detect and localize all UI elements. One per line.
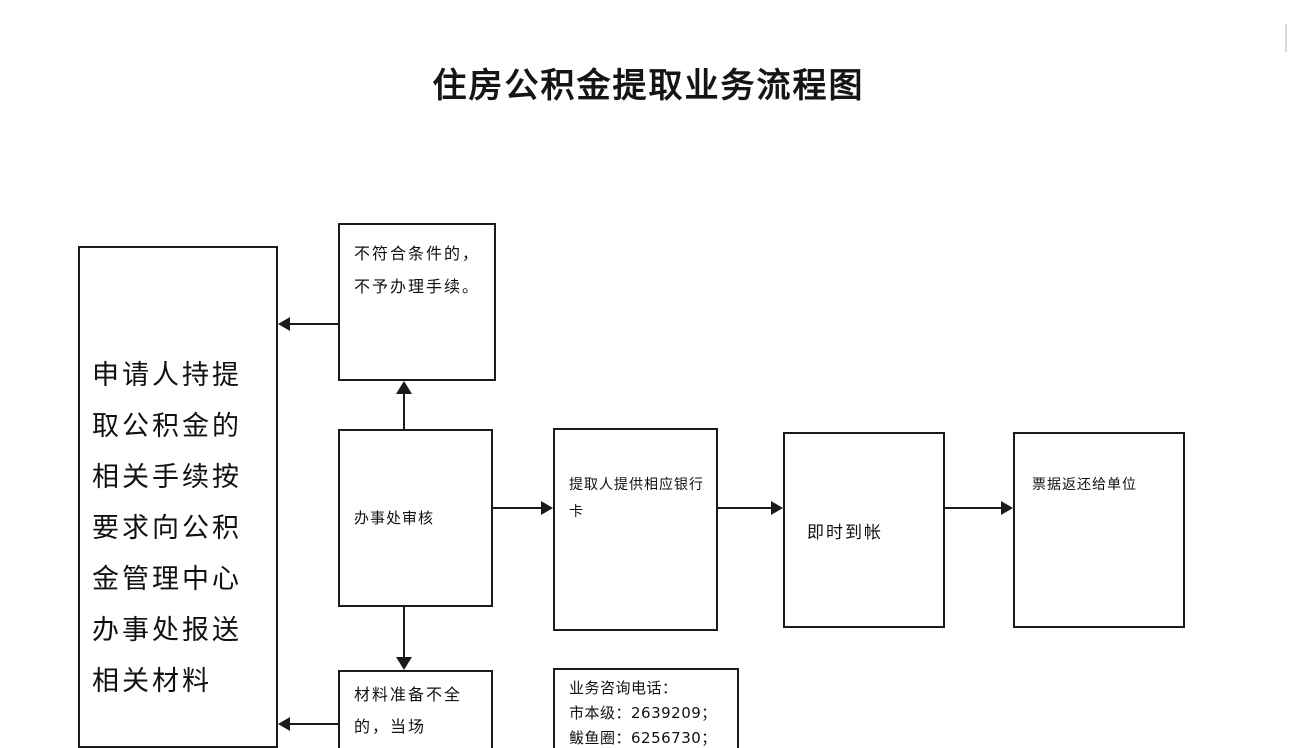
scan-artifact-mark <box>1285 24 1287 52</box>
connector-incomplete-to-applicant-line <box>290 723 338 725</box>
contact-line-1: 业务咨询电话： <box>569 679 678 697</box>
node-receipt-return-label: 票据返还给单位 <box>1032 477 1137 493</box>
connector-review-to-incomplete-arrowhead <box>396 657 412 670</box>
node-office-review-label: 办事处审核 <box>354 509 435 527</box>
node-instant-arrival-label: 即时到帐 <box>807 522 883 543</box>
connector-reject-to-applicant-arrowhead <box>278 317 290 331</box>
contact-line-2: 市本级：2639209； <box>569 704 717 722</box>
contact-line-3: 鲅鱼圈：6256730； <box>569 729 717 747</box>
connector-review-to-reject-arrowhead <box>396 381 412 394</box>
node-incomplete-materials-label: 材料准备不全的，当场 <box>354 685 463 736</box>
connector-review-to-incomplete-line <box>403 607 405 657</box>
node-incomplete-materials: 材料准备不全的，当场 <box>338 670 493 748</box>
node-instant-arrival: 即时到帐 <box>783 432 945 628</box>
node-applicant-label: 申请人持提取公积金的相关手续按要求向公积金管理中心办事处报送相关材料 <box>92 359 242 697</box>
connector-bankcard-to-instant-arrowhead <box>771 501 783 515</box>
connector-instant-to-receipt-arrowhead <box>1001 501 1013 515</box>
connector-bankcard-to-instant-line <box>718 507 771 509</box>
node-provide-bank-card-label: 提取人提供相应银行卡 <box>569 477 704 520</box>
page-title: 住房公积金提取业务流程图 <box>432 66 865 106</box>
connector-reject-to-applicant-line <box>290 323 338 325</box>
node-contact-info-text: 业务咨询电话： 市本级：2639209； 鲅鱼圈：6256730； <box>555 676 737 748</box>
node-reject-condition: 不符合条件的，不予办理手续。 <box>338 223 496 381</box>
node-office-review: 办事处审核 <box>338 429 493 607</box>
node-reject-condition-label: 不符合条件的，不予办理手续。 <box>354 244 481 296</box>
connector-review-to-bankcard-arrowhead <box>541 501 553 515</box>
connector-review-to-reject-line <box>403 394 405 430</box>
connector-instant-to-receipt-line <box>945 507 1001 509</box>
node-provide-bank-card: 提取人提供相应银行卡 <box>553 428 718 631</box>
node-applicant: 申请人持提取公积金的相关手续按要求向公积金管理中心办事处报送相关材料 <box>78 246 278 748</box>
connector-review-to-bankcard-line <box>493 507 541 509</box>
node-contact-info: 业务咨询电话： 市本级：2639209； 鲅鱼圈：6256730； <box>553 668 739 748</box>
connector-incomplete-to-applicant-arrowhead <box>278 717 290 731</box>
node-receipt-return: 票据返还给单位 <box>1013 432 1185 628</box>
